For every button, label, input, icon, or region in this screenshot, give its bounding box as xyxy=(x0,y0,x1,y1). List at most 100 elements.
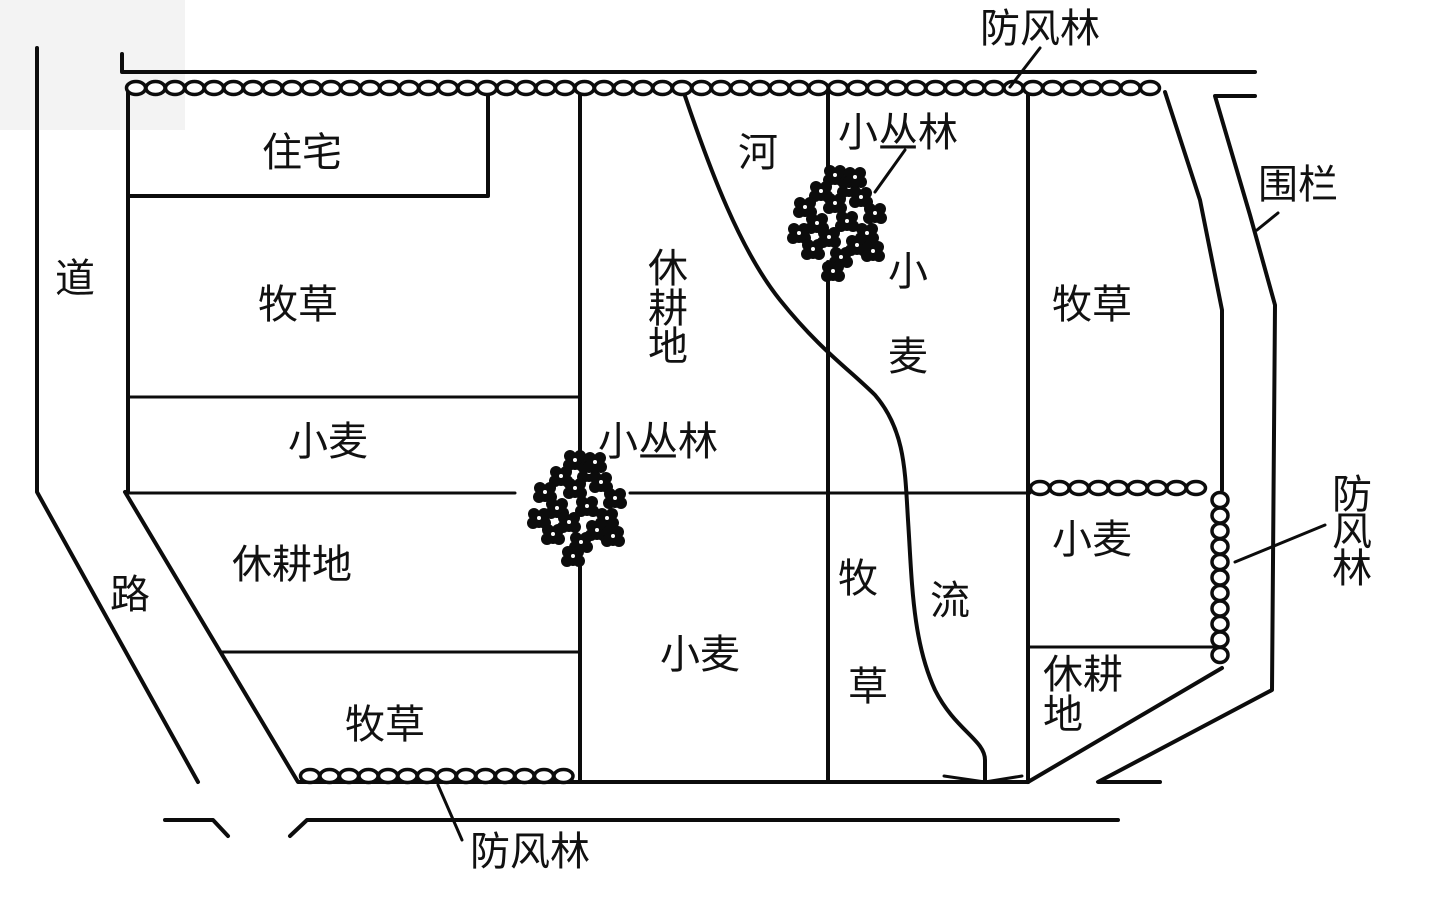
windbreak-tree xyxy=(1126,479,1149,497)
windbreak-tree xyxy=(1210,614,1230,634)
windbreak-tree xyxy=(553,79,577,97)
label-fallow-right-2: 地 xyxy=(1043,692,1083,738)
field-boundaries xyxy=(126,90,1280,784)
label-wheat-right: 小麦 xyxy=(1052,517,1132,563)
windbreak-tree xyxy=(300,79,323,97)
label-wheat-strip-2: 麦 xyxy=(888,334,928,380)
windbreak-tree xyxy=(183,79,206,97)
windbreak-tree xyxy=(222,79,245,97)
grove-tree xyxy=(823,193,847,214)
windbreak-tree xyxy=(415,767,439,785)
windbreak-tree xyxy=(532,767,556,785)
windbreak-tree xyxy=(963,79,986,97)
grove-center-symbol xyxy=(527,450,627,567)
windbreak-tree xyxy=(298,767,322,785)
windbreak-tree xyxy=(163,79,187,97)
windbreak-bottom-leader xyxy=(436,783,464,842)
grove-top-symbol xyxy=(787,165,887,282)
windbreak-tree xyxy=(943,79,967,97)
windbreak-tree xyxy=(552,767,575,785)
windbreak-tree xyxy=(1210,630,1230,649)
label-river-top: 河 xyxy=(738,130,778,176)
watermark-pattern xyxy=(0,0,185,130)
grove-tree xyxy=(575,496,599,517)
windbreak-tree xyxy=(1028,479,1052,497)
windbreak-tree xyxy=(144,79,167,97)
windbreak-tree xyxy=(319,79,343,97)
windbreak-tree xyxy=(1138,79,1162,97)
label-fallow-center-1: 休 xyxy=(648,246,688,292)
residence-boundary xyxy=(126,90,490,198)
windbreak-tree xyxy=(261,79,284,97)
grove-tree xyxy=(863,203,887,224)
label-pasture-strip-1: 牧 xyxy=(838,556,878,602)
label-fallow-center-3: 地 xyxy=(648,324,688,370)
right-fallow-diagonal-edge xyxy=(1026,666,1224,784)
windbreak-tree xyxy=(378,79,401,97)
label-windbreak-bottom: 防风林 xyxy=(470,829,590,875)
windbreak-tree xyxy=(651,79,674,97)
windbreak-tree xyxy=(1145,479,1169,497)
windbreak-bottom-beads xyxy=(298,767,575,785)
windbreak-tree xyxy=(358,79,382,97)
label-fallow-center-2: 耕 xyxy=(648,286,688,332)
windbreak-tree xyxy=(318,767,341,785)
windbreak-tree xyxy=(982,79,1006,97)
windbreak-tree xyxy=(1087,479,1110,497)
grove-tree xyxy=(541,524,565,545)
windbreak-tree xyxy=(474,767,497,785)
label-grove-top: 小丛林 xyxy=(838,110,958,156)
windbreak-tree xyxy=(202,79,226,97)
windbreak-tree xyxy=(1021,79,1045,97)
label-wheat-center: 小麦 xyxy=(660,632,740,678)
grove-tree xyxy=(603,488,627,509)
road xyxy=(35,46,1257,838)
windbreak-tree xyxy=(729,79,752,97)
grove-tree xyxy=(835,211,859,232)
label-road-1: 道 xyxy=(55,256,95,302)
windbreak-tree xyxy=(904,79,928,97)
label-residence: 住宅 xyxy=(262,130,342,176)
windbreak-tree xyxy=(1041,79,1064,97)
label-pasture-strip-2: 草 xyxy=(848,664,888,710)
right-pasture-east-edge xyxy=(1163,90,1224,492)
windbreak-tree xyxy=(397,79,421,97)
windbreak-tree xyxy=(534,79,557,97)
grove-tree xyxy=(589,472,613,493)
windbreak-tree xyxy=(436,79,460,97)
label-fallow-left: 休耕地 xyxy=(232,542,352,588)
windbreak-tree xyxy=(924,79,947,97)
windbreak-tree xyxy=(337,767,361,785)
windbreak-tree xyxy=(1060,79,1084,97)
grove-tree xyxy=(801,239,825,260)
windbreak-tree xyxy=(417,79,440,97)
windbreak-tree xyxy=(1210,506,1230,525)
windbreak-tree xyxy=(631,79,655,97)
windbreak-tree xyxy=(826,79,850,97)
windbreak-tree xyxy=(1080,79,1103,97)
windbreak-tree xyxy=(1210,537,1230,556)
grove-tree xyxy=(583,452,607,473)
windbreak-tree xyxy=(1067,479,1091,497)
windbreak-tree xyxy=(495,79,518,97)
windbreak-tree xyxy=(1099,79,1123,97)
windbreak-tree xyxy=(1210,490,1230,510)
windbreak-tree xyxy=(339,79,362,97)
grove-top-leader xyxy=(873,148,907,194)
label-pasture-top-left: 牧草 xyxy=(258,282,338,328)
windbreak-tree xyxy=(670,79,694,97)
fence-leader-line xyxy=(1255,211,1280,232)
windbreak-tree xyxy=(1106,479,1130,497)
windbreak-tree xyxy=(865,79,889,97)
windbreak-tree xyxy=(1184,479,1208,497)
windbreak-tree xyxy=(357,767,380,785)
windbreak-tree xyxy=(1119,79,1142,97)
label-windbreak-top: 防风林 xyxy=(980,6,1100,52)
windbreak-tree xyxy=(768,79,791,97)
windbreak-tree xyxy=(241,79,265,97)
windbreak-tree xyxy=(1210,552,1230,572)
windbreak-tree xyxy=(435,767,458,785)
road-bottom-left-stub xyxy=(163,818,230,838)
river-mouth xyxy=(942,774,1024,784)
